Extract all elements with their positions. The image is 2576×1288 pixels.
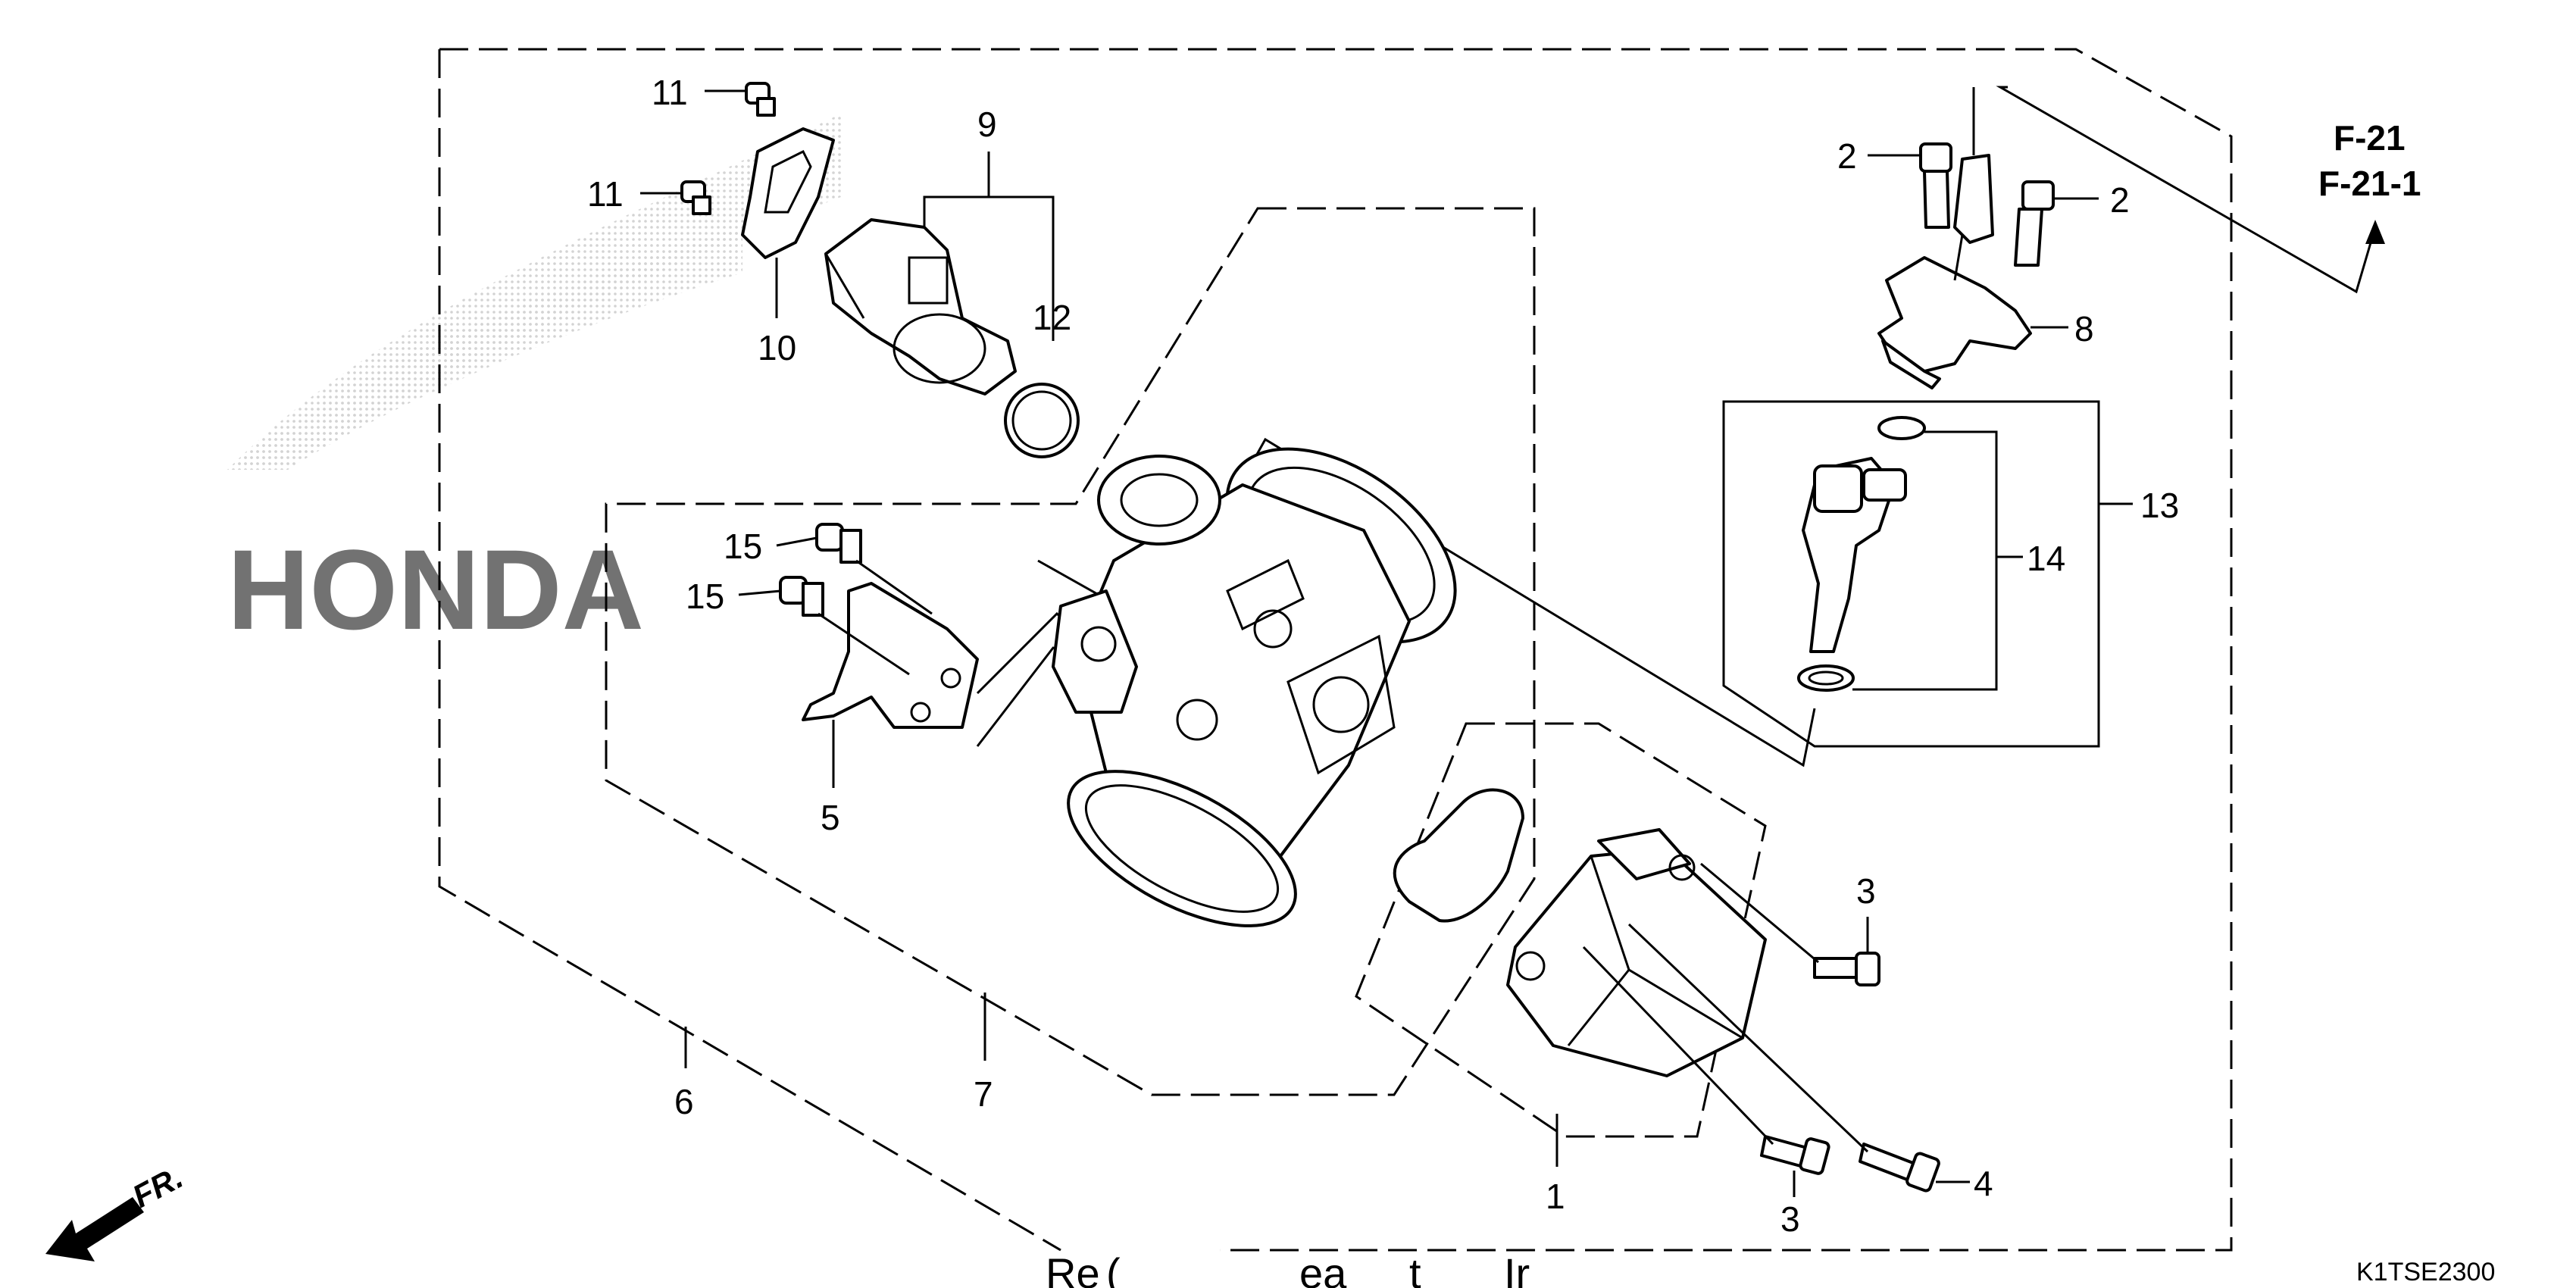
callout-1: 1 bbox=[1546, 1177, 1565, 1216]
iac-sensor bbox=[824, 218, 1017, 395]
bolt-2-left bbox=[1919, 142, 1952, 229]
caption-fragment-4: t bbox=[1409, 1249, 1421, 1288]
sensor-unit bbox=[1506, 828, 1767, 1077]
callout-12: 12 bbox=[1033, 298, 1071, 337]
caption-fragment-5: Ir bbox=[1504, 1249, 1530, 1288]
screw-15-lower bbox=[779, 576, 824, 617]
reference-f21-1: F-21-1 bbox=[2318, 164, 2421, 203]
diagram-code: K1TSE2300 bbox=[2356, 1258, 2495, 1286]
o-ring-12-inner bbox=[1011, 390, 1072, 451]
assembly-outline-6 bbox=[438, 48, 2233, 1252]
caption-fragment-1: Re bbox=[1046, 1249, 1100, 1288]
callout-2-left: 2 bbox=[1837, 136, 1857, 176]
callout-3-lower: 3 bbox=[1780, 1199, 1800, 1239]
injector-group-box bbox=[1722, 400, 2100, 748]
callout-10: 10 bbox=[758, 328, 796, 367]
sensor-gasket bbox=[1393, 788, 1524, 923]
screw-11-upper bbox=[745, 82, 776, 117]
assembly-outline-1 bbox=[1355, 722, 1767, 1138]
callout-15-lower: 15 bbox=[686, 577, 724, 616]
callout-9: 9 bbox=[977, 105, 997, 144]
screw-15-leaders bbox=[818, 559, 933, 676]
screw-15-upper bbox=[815, 523, 862, 564]
assembly-outline-7 bbox=[605, 207, 1536, 1096]
callout-4: 4 bbox=[1974, 1164, 1993, 1203]
callout-3-upper: 3 bbox=[1856, 871, 1876, 911]
bracket bbox=[802, 582, 979, 729]
leader-15a bbox=[776, 536, 818, 547]
screw-4 bbox=[1859, 1143, 1940, 1193]
honda-watermark: HONDA bbox=[227, 114, 841, 653]
f21-arrowhead bbox=[2365, 220, 2385, 244]
svg-text:HONDA: HONDA bbox=[227, 526, 644, 653]
o-ring-12 bbox=[1004, 383, 1080, 458]
callout-8: 8 bbox=[2074, 309, 2094, 349]
callout-11-upper: 11 bbox=[652, 73, 688, 112]
seal-bracket-14 bbox=[1852, 430, 1998, 691]
gasket-10 bbox=[741, 127, 835, 259]
screw-11-lower bbox=[680, 180, 711, 215]
gasket-10-inner bbox=[764, 149, 812, 214]
front-arrow-icon bbox=[45, 1197, 144, 1261]
f21-leader bbox=[1996, 86, 2377, 294]
leader-15b bbox=[738, 589, 781, 596]
callout-14: 14 bbox=[2027, 539, 2065, 578]
throttle-body bbox=[1052, 447, 1457, 927]
injector bbox=[1797, 416, 1926, 692]
screw-3-upper bbox=[1813, 952, 1880, 986]
callout-7: 7 bbox=[974, 1074, 993, 1114]
callout-2-right: 2 bbox=[2110, 180, 2130, 220]
honda-wordmark-watermark: HONDA bbox=[227, 526, 644, 653]
fuel-joint bbox=[1877, 154, 2032, 389]
reference-f21: F-21 bbox=[2334, 118, 2406, 158]
callout-11-lower: 11 bbox=[587, 174, 624, 214]
callout-13: 13 bbox=[2140, 486, 2179, 525]
bolt-2-right bbox=[2014, 180, 2055, 267]
callout-15-upper: 15 bbox=[724, 527, 762, 566]
caption-fragment-2: ( bbox=[1106, 1249, 1121, 1288]
callout-5: 5 bbox=[821, 798, 840, 837]
caption-fragment-3: ea bbox=[1299, 1249, 1347, 1288]
screw-leaders bbox=[1582, 862, 1869, 1153]
callout-6: 6 bbox=[674, 1082, 694, 1121]
